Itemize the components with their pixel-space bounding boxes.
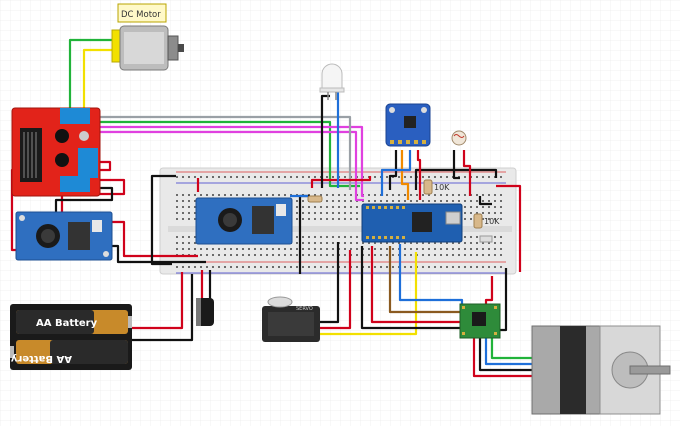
- wire-driver-brown: [388, 246, 462, 314]
- buck-converter-1: [15, 211, 113, 261]
- wire-black-top-rail: [150, 174, 176, 266]
- battery-top-label: AA Battery: [36, 318, 98, 329]
- wire-red-buck1: [110, 220, 198, 258]
- resistor-2-label: 10K: [484, 217, 500, 226]
- dc-motor-label: DC Motor: [121, 10, 161, 20]
- wire-green-signal: [96, 120, 360, 188]
- servo-motor: SERVO: [262, 296, 320, 342]
- wire-black-buck1: [110, 244, 206, 264]
- stepper-driver: [459, 303, 501, 339]
- wire-motor-green: [68, 38, 118, 110]
- servo-label: SERVO: [296, 306, 313, 312]
- wire-black-l298n: [54, 186, 114, 216]
- resistor-1-label: 10K: [434, 183, 450, 192]
- wire-driver-black-2: [498, 268, 508, 332]
- buck-converter-2: [195, 197, 293, 245]
- wire-ldr-red: [462, 150, 472, 196]
- wire-gray-signal: [96, 115, 352, 190]
- sensor-module: [385, 103, 431, 147]
- wire-driver-red: [370, 246, 462, 324]
- wire-servo-black: [320, 242, 340, 324]
- wire-servo-red: [320, 250, 352, 330]
- wire-coil-black: [478, 338, 548, 372]
- wire-red-arduino: [310, 176, 372, 188]
- wire-black-battery: [130, 274, 194, 342]
- wire-coil-red: [472, 338, 548, 378]
- wire-servo-yellow: [320, 252, 418, 336]
- wire-ldr-black: [452, 150, 460, 180]
- wire-sensor-blue: [380, 150, 412, 196]
- wire-red-rail-right: [496, 184, 522, 272]
- dc-motor-label-box: [117, 3, 167, 23]
- wires: [10, 38, 548, 378]
- resistor-3: [307, 195, 323, 203]
- wire-driver-black-1: [360, 246, 462, 330]
- wire-coil-blue: [484, 338, 548, 366]
- capacitor: [196, 298, 214, 326]
- wire-motor-yellow: [82, 48, 118, 110]
- wire-magenta-signal-2: [96, 130, 364, 202]
- wire-driver-blue: [398, 244, 464, 306]
- stepper-motor: [531, 325, 671, 415]
- resistor-1: 10K: [423, 179, 450, 195]
- l298n-motor-driver: [11, 107, 101, 197]
- arduino-nano: [361, 203, 493, 243]
- wire-black-rail-right: [414, 168, 498, 190]
- wire-sensor-orange: [400, 150, 410, 200]
- battery-bottom-label: AA Battery: [10, 353, 72, 364]
- wire-magenta-signal: [96, 125, 364, 198]
- battery-holder: AA Battery AA Battery: [10, 304, 132, 370]
- wire-sensor-red: [416, 150, 422, 200]
- dc-motor: DC Motor: [111, 3, 184, 71]
- wire-driver-red-2: [484, 276, 494, 306]
- wire-coil-green: [490, 338, 548, 360]
- wire-sensor-black: [388, 150, 398, 190]
- led: [319, 63, 345, 100]
- wire-red-battery: [130, 272, 184, 330]
- wire-black-resistor-right: [478, 196, 492, 206]
- resistor-2: 10K: [473, 213, 500, 229]
- photoresistor: [451, 130, 467, 146]
